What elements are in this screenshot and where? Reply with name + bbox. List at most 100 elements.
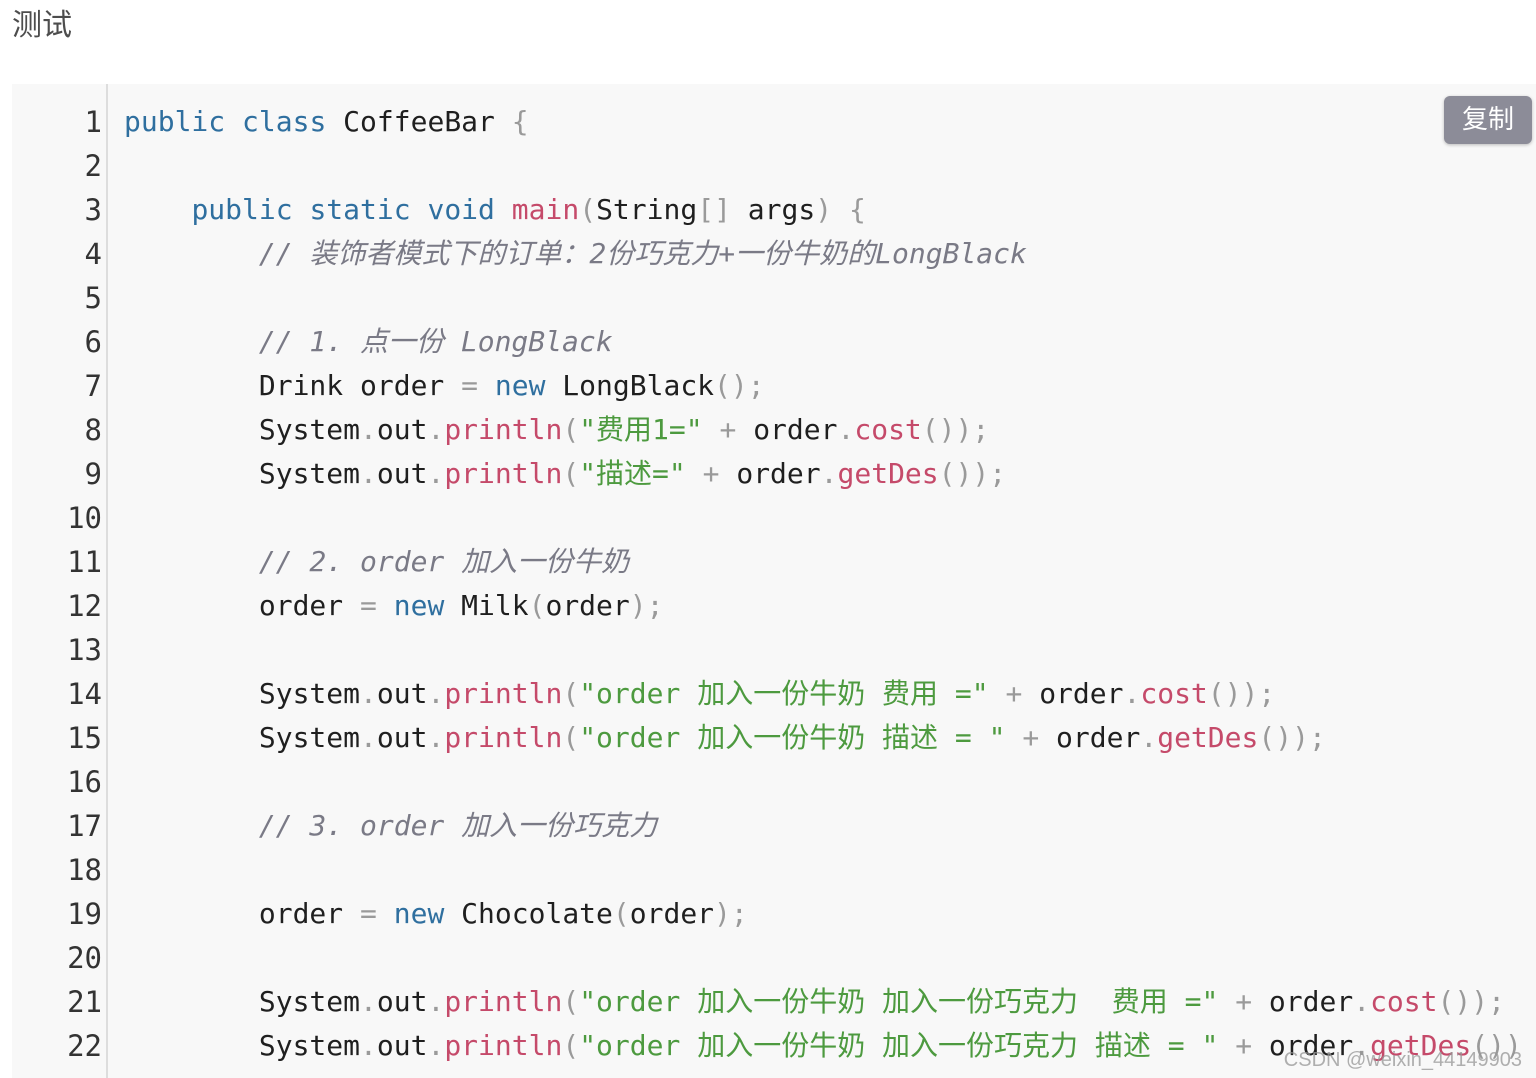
code-token: "order 加入一份牛奶 描述 = " <box>579 721 1006 754</box>
code-token: ( <box>562 457 580 490</box>
code-token: . <box>1353 985 1371 1018</box>
code-token: System <box>124 985 361 1018</box>
code-token: ( <box>612 897 630 930</box>
code-token: out <box>376 413 428 446</box>
code-token: ( <box>562 413 580 446</box>
code-token <box>124 325 259 358</box>
code-token: = <box>360 897 377 930</box>
code-token: ( <box>562 985 580 1018</box>
code-token: . <box>427 413 445 446</box>
code-token: println <box>444 677 563 710</box>
code-token: . <box>427 677 445 710</box>
code-token: // 装饰者模式下的订单：2份巧克力+一份牛奶的LongBlack <box>258 237 1027 270</box>
code-block[interactable]: 1234567891011121314151617181920212223 pu… <box>12 84 1536 1078</box>
code-area[interactable]: public class CoffeeBar { public static v… <box>124 84 1536 1078</box>
code-token: order <box>629 897 715 930</box>
code-token: System <box>124 1029 361 1062</box>
code-token: getDes <box>1370 1029 1472 1062</box>
line-number: 7 <box>84 369 102 403</box>
code-token: . <box>360 413 377 446</box>
code-token: . <box>360 721 377 754</box>
code-token: new <box>494 369 546 402</box>
code-token <box>377 589 394 622</box>
code-line: System.out.println("order 加入一份牛奶 费用 =" +… <box>124 672 1275 716</box>
code-token: + <box>702 457 720 490</box>
code-token: Milk <box>444 589 529 622</box>
code-token: ); <box>714 897 748 930</box>
code-token: // 2. order 加入一份牛奶 <box>258 545 630 578</box>
code-token: println <box>444 413 563 446</box>
code-token <box>124 193 191 226</box>
line-number: 11 <box>67 545 102 579</box>
code-line: // 装饰者模式下的订单：2份巧克力+一份牛奶的LongBlack <box>124 232 1027 276</box>
code-token: out <box>376 1029 428 1062</box>
code-token: . <box>360 457 377 490</box>
code-line: System.out.println("order 加入一份牛奶 加入一份巧克力… <box>124 980 1505 1024</box>
code-token: "描述=" <box>579 457 686 490</box>
code-token: System <box>124 721 361 754</box>
code-token: order <box>1022 677 1124 710</box>
code-token: static <box>309 193 411 226</box>
code-token: . <box>427 985 445 1018</box>
code-token: . <box>427 721 445 754</box>
code-token: ()); <box>921 413 990 446</box>
code-token: order <box>1252 1029 1354 1062</box>
code-line: // 1. 点一份 LongBlack <box>124 320 613 364</box>
code-line: System.out.println("order 加入一份牛奶 描述 = " … <box>124 716 1326 760</box>
code-token <box>124 237 259 270</box>
line-number: 14 <box>67 677 102 711</box>
code-token: class <box>242 105 327 138</box>
watermark: CSDN @weixin_44149903 <box>1283 1049 1522 1071</box>
code-token: Chocolate <box>444 897 613 930</box>
code-token: String <box>596 193 698 226</box>
code-token <box>124 809 259 842</box>
code-token <box>989 677 1006 710</box>
code-token: println <box>444 457 563 490</box>
line-number: 19 <box>67 897 102 931</box>
code-token: println <box>444 721 563 754</box>
code-token: + <box>1005 677 1023 710</box>
line-number: 8 <box>84 413 102 447</box>
code-token <box>225 105 242 138</box>
code-token: cost <box>1140 677 1208 710</box>
code-token: { <box>848 193 866 226</box>
code-token: void <box>427 193 495 226</box>
code-token: getDes <box>1157 721 1259 754</box>
code-token: ()); <box>1437 985 1505 1018</box>
line-number: 23 <box>12 1068 102 1078</box>
line-number: 18 <box>67 853 102 887</box>
code-token: CoffeeBar <box>326 105 512 138</box>
code-token: "order 加入一份牛奶 加入一份巧克力 费用 =" <box>579 985 1219 1018</box>
code-token: println <box>444 985 563 1018</box>
code-token: [] <box>697 193 731 226</box>
code-token: cost <box>854 413 922 446</box>
code-token: . <box>360 1029 377 1062</box>
code-token: out <box>376 457 428 490</box>
code-token <box>377 897 394 930</box>
code-line: order = new Milk(order); <box>124 584 664 628</box>
code-token: . <box>427 457 445 490</box>
code-token <box>411 193 428 226</box>
code-token: ); <box>629 589 664 622</box>
code-line: order = new Chocolate(order); <box>124 892 748 936</box>
code-token <box>124 545 259 578</box>
line-number: 9 <box>84 457 102 491</box>
code-token: main <box>511 193 580 226</box>
code-token: ( <box>562 721 580 754</box>
code-token: + <box>1235 985 1253 1018</box>
code-token: = <box>360 589 377 622</box>
copy-button[interactable]: 复制 <box>1444 96 1532 144</box>
code-token: out <box>376 985 428 1018</box>
code-token: . <box>837 413 855 446</box>
line-number: 2 <box>84 149 102 183</box>
code-token: System <box>124 413 361 446</box>
code-token: ()); <box>1207 677 1276 710</box>
code-token: + <box>1235 1029 1253 1062</box>
code-token: public <box>191 193 293 226</box>
line-number: 20 <box>67 941 102 975</box>
code-token <box>1005 721 1022 754</box>
code-line: // 3. order 加入一份巧克力 <box>124 804 657 848</box>
line-number: 22 <box>67 1029 102 1063</box>
code-line: public static void main(String[] args) { <box>124 188 866 232</box>
code-line: System.out.println("order 加入一份牛奶 加入一份巧克力… <box>124 1024 1522 1068</box>
